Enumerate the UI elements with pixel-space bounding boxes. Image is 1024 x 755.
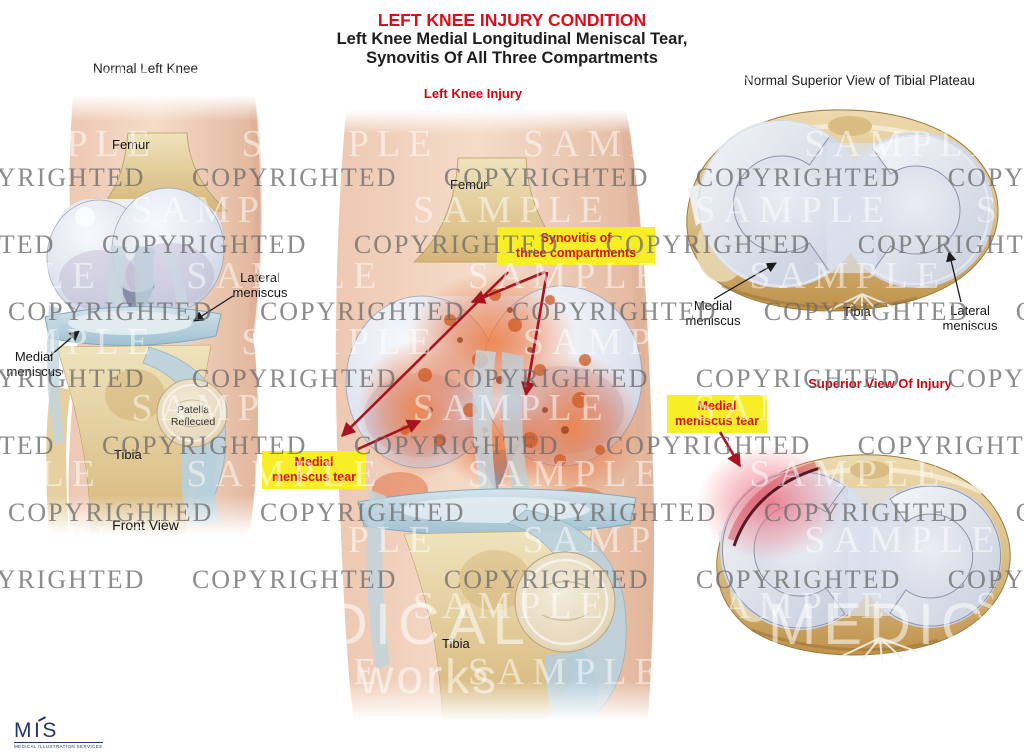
tibia-label-injury: Tibia	[442, 636, 470, 651]
publisher-logo: MIS MEDICAL ILLUSTRATION SERVICES	[14, 716, 103, 749]
normal-knee-front-illustration	[15, 95, 315, 535]
meniscus-tear-highlight-label: Medial meniscus tear	[262, 451, 366, 489]
injury-superior-caption: Superior View Of Injury	[808, 376, 952, 391]
injured-knee-front-illustration	[330, 110, 660, 720]
page-header: LEFT KNEE INJURY CONDITION Left Knee Med…	[0, 10, 1024, 68]
inflammation-highlight	[698, 444, 842, 560]
normal-tibial-plateau-illustration	[686, 109, 999, 318]
publisher-logo-text: MIS	[14, 719, 59, 742]
normal-superior-caption: Normal Superior View of Tibial Plateau	[744, 73, 975, 88]
publisher-logo-tagline: MEDICAL ILLUSTRATION SERVICES	[14, 742, 103, 749]
femur-label-injury: Femur	[450, 177, 488, 192]
femur-label-normal: Femur	[112, 137, 150, 152]
page-subtitle-line2: Synovitis Of All Three Compartments	[366, 49, 658, 67]
front-view-caption: Front View	[112, 517, 179, 533]
medial-meniscus-label-normal: Medial meniscus	[6, 349, 62, 379]
patella-reflected-label: Patella Reflected	[170, 404, 216, 428]
medial-meniscus-label-superior: Medial meniscus	[685, 298, 741, 328]
lateral-meniscus-label-superior: Lateral meniscus	[942, 303, 998, 333]
meniscal-tear-line	[732, 466, 821, 547]
page-title: LEFT KNEE INJURY CONDITION	[377, 10, 647, 30]
lateral-meniscus-label-normal: Lateral meniscus	[232, 270, 288, 300]
tibia-label-normal: Tibia	[114, 447, 142, 462]
meniscus-tear-highlight-label-superior: Medial meniscus tear	[667, 395, 767, 433]
tibia-label-superior: Tibia	[843, 304, 871, 319]
injured-tibial-plateau-illustration	[698, 444, 1011, 663]
synovitis-highlight-label: Synovitis of three compartments	[497, 227, 655, 265]
normal-front-caption: Normal Left Knee	[93, 61, 199, 76]
page-subtitle-line1: Left Knee Medial Longitudinal Meniscal T…	[336, 30, 688, 48]
injury-front-caption: Left Knee Injury	[423, 86, 523, 101]
